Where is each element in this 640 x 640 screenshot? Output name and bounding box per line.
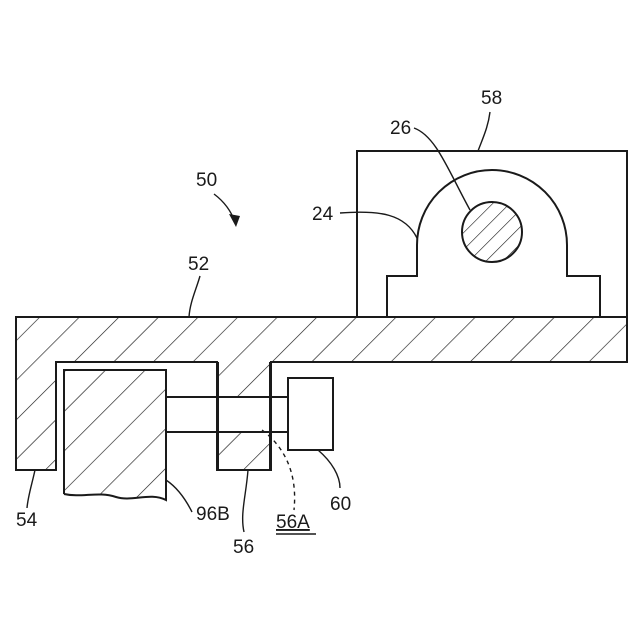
leader-50-arrow xyxy=(229,214,240,227)
label-56a: 56A xyxy=(276,512,310,533)
label-50: 50 xyxy=(196,170,217,191)
leader-60 xyxy=(318,450,340,488)
rod-gap xyxy=(218,398,270,431)
label-96b: 96B xyxy=(196,504,230,525)
leader-58 xyxy=(478,112,490,151)
label-24: 24 xyxy=(312,204,334,225)
shaft-26 xyxy=(462,202,522,262)
knob-60 xyxy=(288,378,333,450)
leader-56 xyxy=(243,470,248,532)
label-54: 54 xyxy=(16,510,38,531)
label-60: 60 xyxy=(330,494,351,515)
leader-52 xyxy=(189,276,200,317)
label-58: 58 xyxy=(481,88,502,109)
leader-96b xyxy=(166,480,192,512)
label-52: 52 xyxy=(188,254,209,275)
label-56: 56 xyxy=(233,537,254,558)
leader-54 xyxy=(27,470,35,508)
label-26: 26 xyxy=(390,118,411,139)
block-96b xyxy=(64,370,166,505)
